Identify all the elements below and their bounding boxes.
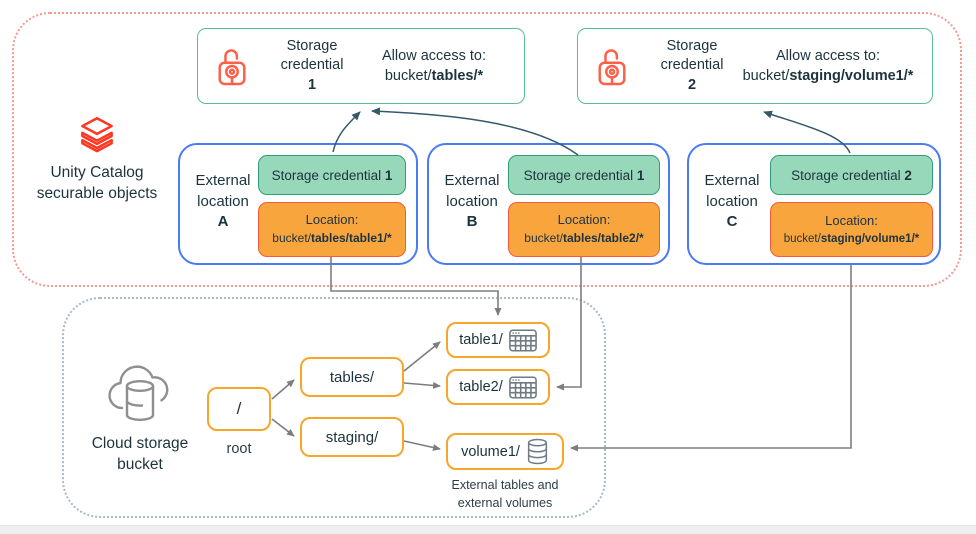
credential-1-path: bucket/tables/* — [360, 66, 508, 86]
location-a-label-line1: External — [195, 172, 251, 189]
table1-node: table1/ — [446, 322, 550, 358]
databricks-layers-icon — [74, 113, 120, 159]
credential-1-path-prefix: bucket/ — [384, 68, 432, 84]
location-a-credential-label: Storage credential — [271, 167, 382, 183]
external-location-b-label: External location B — [437, 171, 507, 233]
location-b-path: bucket/tables/table2/* — [524, 230, 643, 247]
location-a-path-chip: Location: bucket/tables/table1/* — [258, 202, 406, 257]
table2-node: table2/ — [446, 369, 550, 405]
credential-2-allow: Allow access to: bucket/staging/volume1/… — [740, 46, 916, 87]
location-b-credential-chip: Storage credential 1 — [508, 155, 660, 195]
external-location-a-label: External location A — [188, 171, 258, 233]
staging-folder-label: staging/ — [325, 428, 379, 446]
storage-credential-1-box: Storage credential 1 Allow access to: bu… — [197, 28, 525, 104]
location-c-credential-number: 2 — [904, 167, 912, 183]
external-location-a-box: External location A Storage credential 1… — [178, 143, 418, 265]
location-c-path-chip: Location: bucket/staging/volume1/* — [770, 202, 933, 257]
bucket-title-line1: Cloud storage — [91, 435, 189, 452]
location-c-label-line1: External — [704, 172, 760, 189]
location-b-label-line2: location — [446, 192, 498, 210]
location-c-path: bucket/staging/volume1/* — [784, 231, 920, 248]
credential-2-name: Storage credential 2 — [644, 37, 740, 94]
unity-title-line2: securable objects — [36, 184, 158, 202]
staging-folder-node: staging/ — [300, 417, 404, 457]
location-b-location-label: Location: — [557, 212, 611, 228]
location-b-path-bold: tables/table2/* — [563, 231, 644, 246]
credential-1-allow: Allow access to: bucket/tables/* — [360, 46, 508, 87]
credential-1-name-line2: credential — [280, 57, 344, 74]
credential-2-path: bucket/staging/volume1/* — [740, 66, 916, 86]
caption-line1: External tables and — [451, 478, 559, 492]
caption-line2: external volumes — [457, 495, 553, 510]
table-grid-icon — [508, 328, 537, 352]
credential-2-name-line1: Storage — [666, 38, 718, 55]
cloud-database-icon — [98, 360, 182, 428]
location-a-letter: A — [217, 213, 229, 231]
location-c-path-bold: staging/volume1/* — [820, 232, 920, 245]
credential-2-name-line2: credential — [660, 57, 724, 74]
credential-2-number: 2 — [687, 76, 697, 93]
location-a-credential-chip: Storage credential 1 — [258, 155, 406, 195]
external-location-b-box: External location B Storage credential 1… — [427, 143, 670, 265]
tables-folder-label: tables/ — [329, 368, 375, 386]
location-a-label-line2: location — [197, 192, 249, 210]
credential-2-path-bold: staging/volume1/* — [789, 68, 914, 84]
location-a-path-bold: tables/table1/* — [311, 231, 392, 246]
external-location-c-box: External location C Storage credential 2… — [687, 143, 941, 265]
lock-icon — [594, 43, 630, 89]
credential-1-number: 1 — [307, 76, 317, 93]
credential-1-path-bold: tables/* — [431, 68, 484, 84]
location-c-label-line2: location — [706, 192, 758, 210]
location-b-path-chip: Location: bucket/tables/table2/* — [508, 202, 660, 257]
lock-icon — [214, 43, 250, 89]
location-a-credential-number: 1 — [384, 167, 393, 183]
location-b-letter: B — [466, 213, 478, 231]
volume1-label: volume1/ — [461, 443, 520, 460]
location-b-credential-number: 1 — [636, 167, 645, 183]
location-c-credential-chip: Storage credential 2 — [770, 155, 933, 195]
root-node-label: / — [236, 399, 242, 418]
root-caption: root — [226, 441, 252, 457]
root-node: / — [207, 387, 271, 431]
cloud-bucket-title: Cloud storage bucket — [60, 434, 220, 476]
volume-cylinder-icon — [526, 438, 549, 465]
location-c-path-prefix: bucket/ — [783, 232, 821, 245]
unity-title-line1: Unity Catalog — [50, 164, 144, 181]
table-grid-icon — [508, 375, 537, 399]
table2-label: table2/ — [459, 379, 503, 395]
credential-1-allow-label: Allow access to: — [382, 47, 486, 64]
unity-catalog-title: Unity Catalog securable objects — [9, 163, 185, 205]
location-a-path-prefix: bucket/ — [272, 231, 311, 246]
credential-1-name-line1: Storage — [286, 38, 338, 55]
credential-1-name: Storage credential 1 — [264, 37, 360, 94]
page-bottom-strip — [0, 525, 976, 534]
location-c-letter: C — [726, 213, 738, 231]
location-b-credential-label: Storage credential — [523, 167, 634, 183]
location-a-path: bucket/tables/table1/* — [272, 230, 391, 247]
location-b-label-line1: External — [444, 172, 500, 189]
volume1-node: volume1/ — [446, 433, 564, 470]
tables-folder-node: tables/ — [300, 357, 404, 397]
location-a-location-label: Location: — [305, 212, 359, 228]
location-b-path-prefix: bucket/ — [524, 231, 563, 246]
table1-label: table1/ — [459, 332, 503, 348]
credential-2-path-prefix: bucket/ — [742, 68, 790, 84]
bucket-title-line2: bucket — [117, 455, 163, 473]
location-c-credential-label: Storage credential — [791, 167, 901, 183]
external-objects-caption: External tables and external volumes — [412, 477, 598, 512]
storage-credential-2-box: Storage credential 2 Allow access to: bu… — [577, 28, 933, 104]
credential-2-allow-label: Allow access to: — [776, 47, 880, 64]
location-c-location-label: Location: — [825, 212, 878, 228]
external-location-c-label: External location C — [697, 171, 767, 233]
